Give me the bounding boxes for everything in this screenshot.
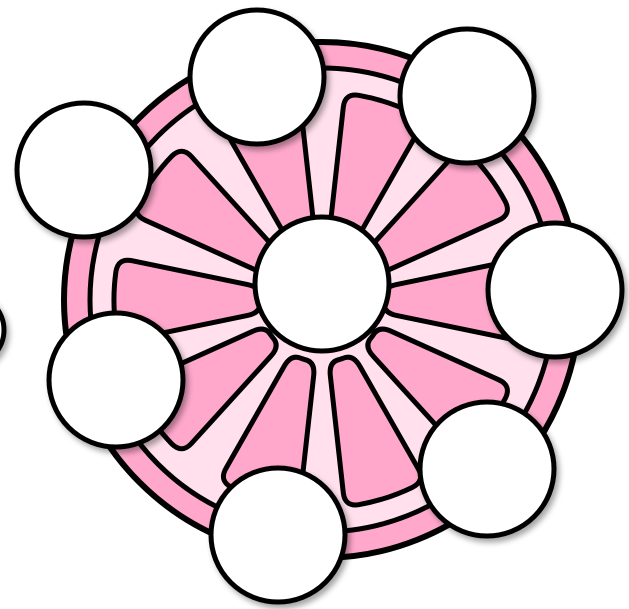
outer-node-5-circle: [49, 313, 183, 447]
outer-node-6-circle: [420, 402, 554, 536]
outer-node-1-circle: [190, 10, 324, 144]
outer-node-4: [488, 223, 622, 357]
outer-node-7-circle: [211, 468, 345, 602]
outer-node-6: [420, 402, 554, 536]
edge-node-partial: [0, 294, 4, 366]
outer-node-5: [49, 313, 183, 447]
outer-node-3: [17, 103, 151, 237]
center-node: [255, 217, 389, 351]
outer-node-2: [400, 29, 534, 163]
outer-node-7: [211, 468, 345, 602]
outer-node-2-circle: [400, 29, 534, 163]
outer-node-3-circle: [17, 103, 151, 237]
outer-node-1: [190, 10, 324, 144]
outer-node-4-circle: [488, 223, 622, 357]
center-node-circle: [255, 217, 389, 351]
